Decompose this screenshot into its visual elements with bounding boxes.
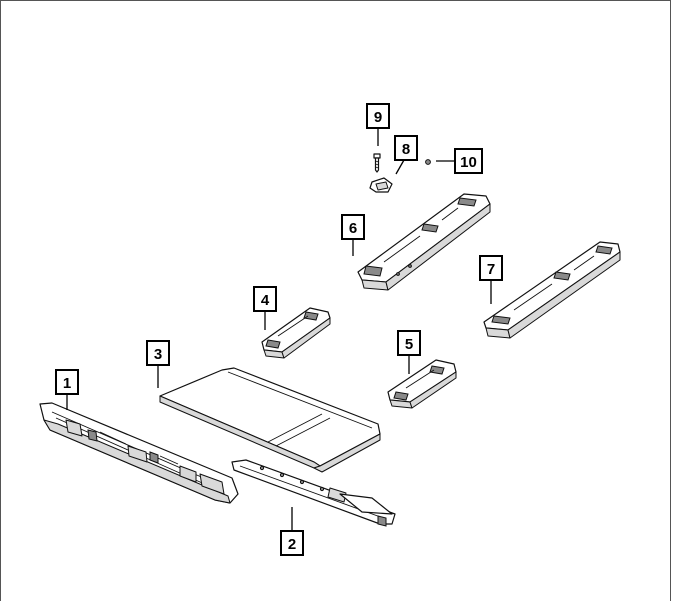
part-8-clip-nut: [369, 177, 393, 193]
callout-3: 3: [146, 340, 170, 366]
part-10-fastener: [425, 159, 431, 165]
callout-label-8: 8: [402, 141, 410, 158]
callout-6: 6: [341, 214, 365, 240]
part-7-long-bracket: [483, 241, 621, 339]
part-1-rear-trim-panel: [39, 402, 239, 504]
part-4-short-bracket: [261, 307, 331, 359]
part-3-load-floor-panel: [159, 367, 381, 473]
leader-line-8: [395, 159, 405, 175]
callout-label-7: 7: [487, 261, 495, 278]
callout-7: 7: [479, 255, 503, 281]
callout-label-1: 1: [63, 375, 71, 392]
callout-5: 5: [397, 330, 421, 356]
callout-label-6: 6: [349, 220, 357, 237]
callout-label-3: 3: [154, 346, 162, 363]
callout-label-5: 5: [405, 336, 413, 353]
callout-label-10: 10: [460, 154, 477, 171]
callout-label-4: 4: [261, 292, 270, 309]
callout-4: 4: [253, 286, 277, 312]
callout-10: 10: [454, 148, 483, 174]
callout-8: 8: [394, 135, 418, 161]
part-9-screw: [373, 153, 381, 173]
part-6-long-bracket: [357, 193, 491, 291]
callout-label-9: 9: [374, 109, 382, 126]
callout-1: 1: [55, 369, 79, 395]
part-2-mounting-rail: [231, 459, 396, 527]
callout-label-2: 2: [288, 536, 296, 553]
part-5-short-bracket: [387, 359, 457, 409]
callout-2: 2: [280, 530, 304, 556]
callout-9: 9: [366, 103, 390, 129]
